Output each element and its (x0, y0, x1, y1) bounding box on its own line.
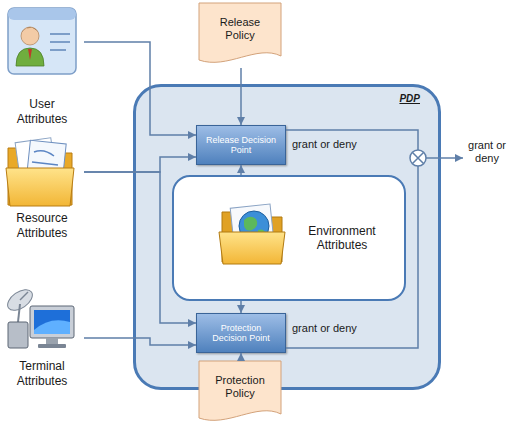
node-label: Environment Attributes (302, 224, 382, 253)
attribute-source: Terminal Attributes (0, 282, 84, 390)
node-label: Protection Decision Point (203, 323, 279, 344)
attribute-source: Resource Attributes (0, 132, 84, 242)
decision-output-label: grant or deny (292, 138, 372, 151)
resource-icon (6, 138, 74, 206)
node-label: Release Decision Point (203, 135, 279, 156)
decision-output-label: grant or deny (468, 139, 506, 164)
decision-point: Protection Decision Point (196, 313, 286, 353)
decision-point: Release Decision Point (196, 125, 286, 165)
node-label: Release Policy (204, 16, 276, 42)
policy-document: Release Policy (198, 2, 282, 68)
terminal-icon (4, 285, 74, 348)
container-title: PDP (399, 93, 420, 104)
policy-document: Protection Policy (198, 360, 282, 426)
node-label: User Attributes (6, 97, 78, 128)
node-label: Resource Attributes (6, 211, 78, 242)
node-label: Terminal Attributes (6, 359, 78, 390)
pdp-container: PDP Release Decision PointEnvironment Att… (133, 84, 441, 390)
node-label: Protection Policy (204, 374, 276, 400)
document-outline (199, 3, 281, 62)
environment-box: Environment Attributes (172, 175, 406, 301)
user-icon (8, 8, 76, 74)
decision-output-label: grant or deny (292, 322, 372, 335)
attribute-source: User Attributes (0, 0, 84, 128)
document-outline (199, 361, 281, 420)
